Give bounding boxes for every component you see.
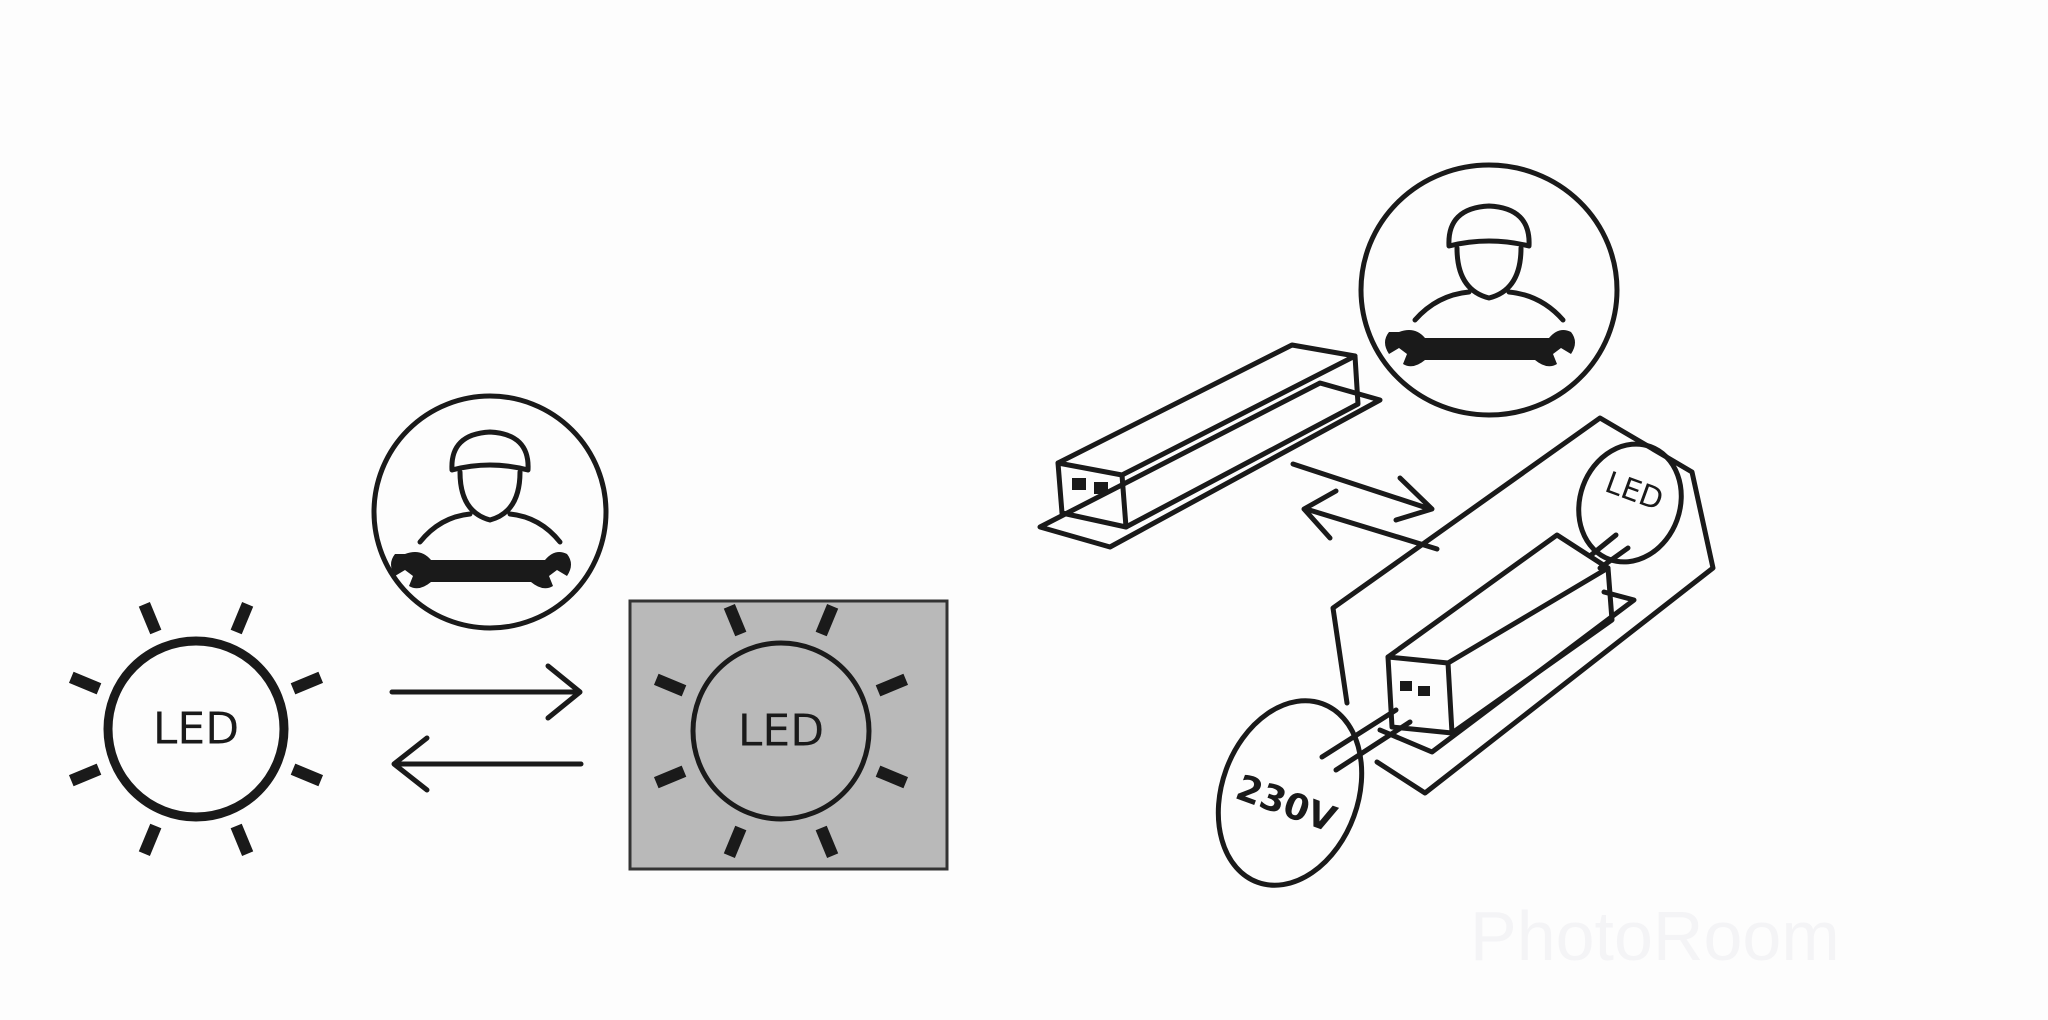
led-label: LED bbox=[738, 706, 824, 757]
light-ray bbox=[290, 763, 324, 787]
exchange-arrows bbox=[389, 663, 584, 793]
light-ray bbox=[138, 601, 162, 635]
light-ray bbox=[290, 671, 324, 695]
led-label: LED bbox=[153, 704, 239, 755]
exchange-arrows bbox=[1290, 461, 1440, 552]
light-rays bbox=[653, 603, 909, 859]
mains-230v-badge: 230V bbox=[1215, 698, 1365, 888]
mains-voltage-label: 230V bbox=[1230, 767, 1341, 841]
light-ray bbox=[138, 823, 162, 857]
wrench-icon bbox=[391, 552, 571, 589]
light-ray bbox=[875, 765, 909, 789]
wrench-icon bbox=[1385, 330, 1575, 367]
light-rays bbox=[68, 601, 324, 857]
technician-icon bbox=[371, 393, 609, 631]
light-ray bbox=[68, 763, 102, 787]
light-ray bbox=[723, 603, 747, 637]
technician-icon bbox=[1358, 162, 1620, 418]
old-led-driver bbox=[1037, 342, 1383, 550]
light-ray bbox=[815, 603, 839, 637]
light-ray bbox=[68, 671, 102, 695]
light-ray bbox=[723, 825, 747, 859]
cables bbox=[1319, 532, 1631, 773]
replacement-led-panel: LED bbox=[628, 599, 949, 871]
light-ray bbox=[653, 765, 687, 789]
watermark: PhotoRoom bbox=[1470, 897, 1840, 975]
light-ray bbox=[653, 673, 687, 697]
fixture-outline bbox=[1330, 415, 1716, 796]
new-led-driver bbox=[1377, 532, 1637, 755]
led-label: LED bbox=[1601, 465, 1668, 518]
led-light-icon: LED bbox=[68, 601, 324, 857]
light-ray bbox=[230, 601, 254, 635]
light-ray bbox=[815, 825, 839, 859]
light-ray bbox=[875, 673, 909, 697]
light-ray bbox=[230, 823, 254, 857]
